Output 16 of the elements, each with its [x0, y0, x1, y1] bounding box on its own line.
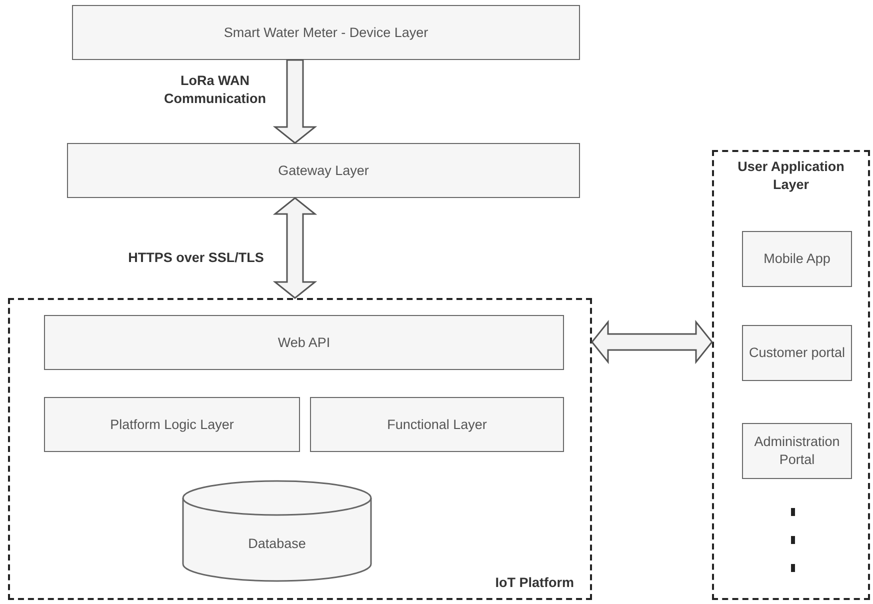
layer-box: Functional Layer: [310, 397, 564, 452]
container-frame: [8, 298, 592, 600]
block-arrow: [591, 320, 713, 364]
block-arrow: [272, 59, 318, 144]
database-cylinder: Database: [182, 480, 372, 582]
layer-box: Platform Logic Layer: [44, 397, 300, 452]
layer-box: Mobile App: [742, 231, 852, 287]
layer-box: Administration Portal: [742, 423, 852, 479]
layer-box: Gateway Layer: [67, 143, 580, 198]
group-heading: IoT Platform: [495, 574, 574, 592]
layer-box: Customer portal: [742, 325, 852, 381]
group-heading: User Application Layer: [736, 158, 846, 194]
layer-box: Smart Water Meter - Device Layer: [72, 5, 580, 60]
container-frame: [712, 150, 870, 600]
block-arrow: [272, 197, 318, 299]
layer-box: Web API: [44, 315, 564, 370]
